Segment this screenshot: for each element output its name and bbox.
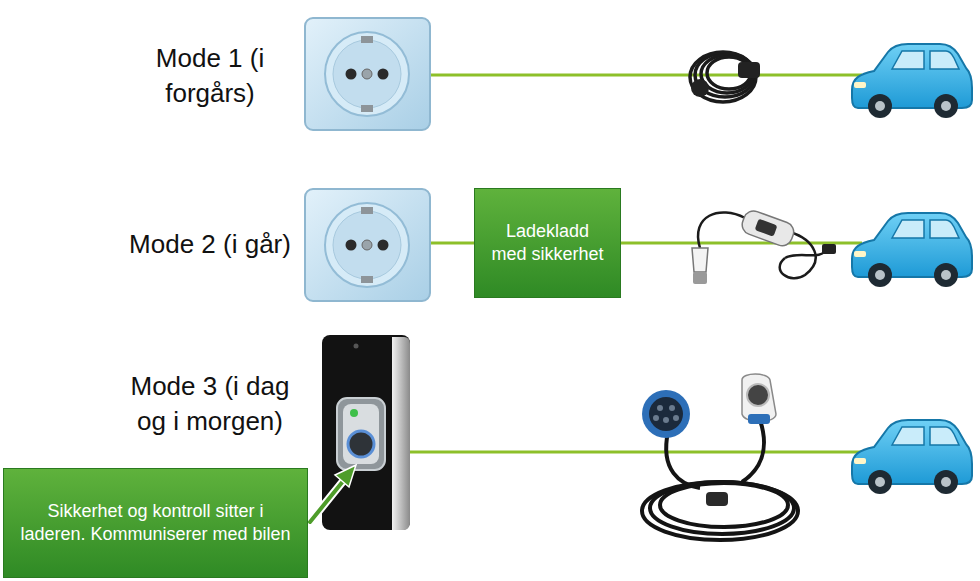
connector-face [747,384,769,406]
arrow-shaft [310,480,344,522]
wire [430,74,862,77]
connector-shell [642,390,690,438]
box-text: Sikkerhet og kontroll sitter i laderen. … [16,500,295,547]
type1-connector [742,374,776,424]
vehicle-plug [692,248,708,272]
connector-ring [748,414,770,424]
wall-plug [822,244,836,254]
charger-socket [348,431,374,457]
connector-face [649,397,683,431]
cable-clip [706,492,728,506]
control-box-panel [755,219,778,237]
cable [666,432,700,488]
wire [430,242,474,245]
charger-lock [354,344,359,349]
car [852,44,972,118]
connector-pin [669,405,675,411]
charger-panel [343,404,379,464]
cable [698,212,745,248]
charging-cable [698,212,828,278]
mode-label: Mode 1 (i forgårs) [128,41,292,111]
cable [742,420,764,482]
cable-coil [642,482,798,540]
wall-outlet [305,18,430,130]
charger-window [337,398,385,470]
connector-pin [653,415,659,421]
mode-label: Mode 2 (i går) [128,227,292,262]
control-box-shell [739,208,796,248]
process-box: Ladekladd med sikkerhet [474,188,621,298]
arrow-outline [310,480,344,522]
type2-connector [642,390,690,438]
connector-pin [657,405,663,411]
wall-outlet [305,189,430,301]
car [852,420,972,494]
car [852,213,972,287]
connector-pin [663,417,669,423]
control-box [739,208,796,248]
callout-arrow [310,465,356,522]
plug [738,62,760,78]
vehicle-plug-head [693,272,707,284]
box-text: Ladekladd med sikkerhet [489,220,606,267]
callout-box: Sikkerhet og kontroll sitter i laderen. … [3,468,308,578]
wires [410,75,862,452]
plug [691,79,709,97]
charging-station [322,335,410,530]
cable [785,248,828,258]
arrow-head [335,465,356,487]
wire [410,451,862,454]
charger-housing [322,335,410,530]
status-lamp [350,409,358,417]
mode-label: Mode 3 (i dag og i morgen) [128,369,292,439]
connector-pin [673,415,679,421]
charger-edge [392,337,410,530]
mode3-cable [642,420,798,540]
